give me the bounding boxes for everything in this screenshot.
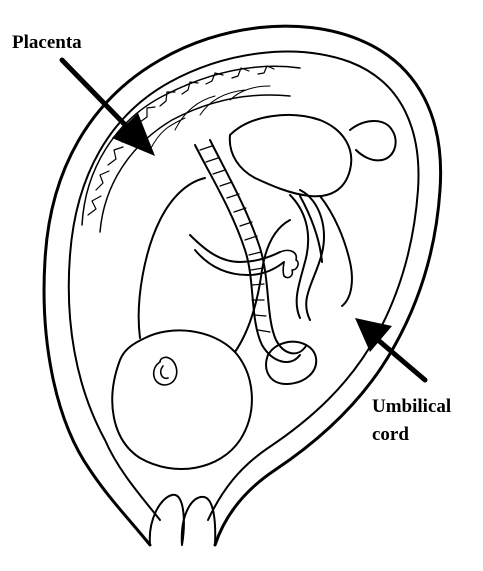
fetus-head (112, 330, 252, 469)
umbilical-cord-label-line2: cord (372, 424, 409, 445)
umbilical-cord (195, 140, 324, 362)
fetus-back (139, 178, 205, 338)
placenta (82, 66, 300, 232)
placenta-inner-edge (100, 95, 290, 232)
cord-edge-right (210, 140, 306, 353)
fetus (112, 115, 395, 469)
fetus-body-front (235, 220, 290, 352)
placenta-texture (88, 66, 274, 215)
fetus-thigh (230, 115, 351, 196)
fetus-foot-lower (266, 342, 316, 384)
placenta-outer-edge (82, 66, 300, 225)
placenta-label: Placenta (12, 32, 82, 53)
arrows (62, 60, 425, 380)
umbilical-cord-label-line1: Umbilical (372, 396, 451, 417)
fetus-ear (154, 357, 177, 385)
fetus-foot-upper (350, 121, 396, 160)
placenta-arrow-shaft (62, 60, 132, 132)
